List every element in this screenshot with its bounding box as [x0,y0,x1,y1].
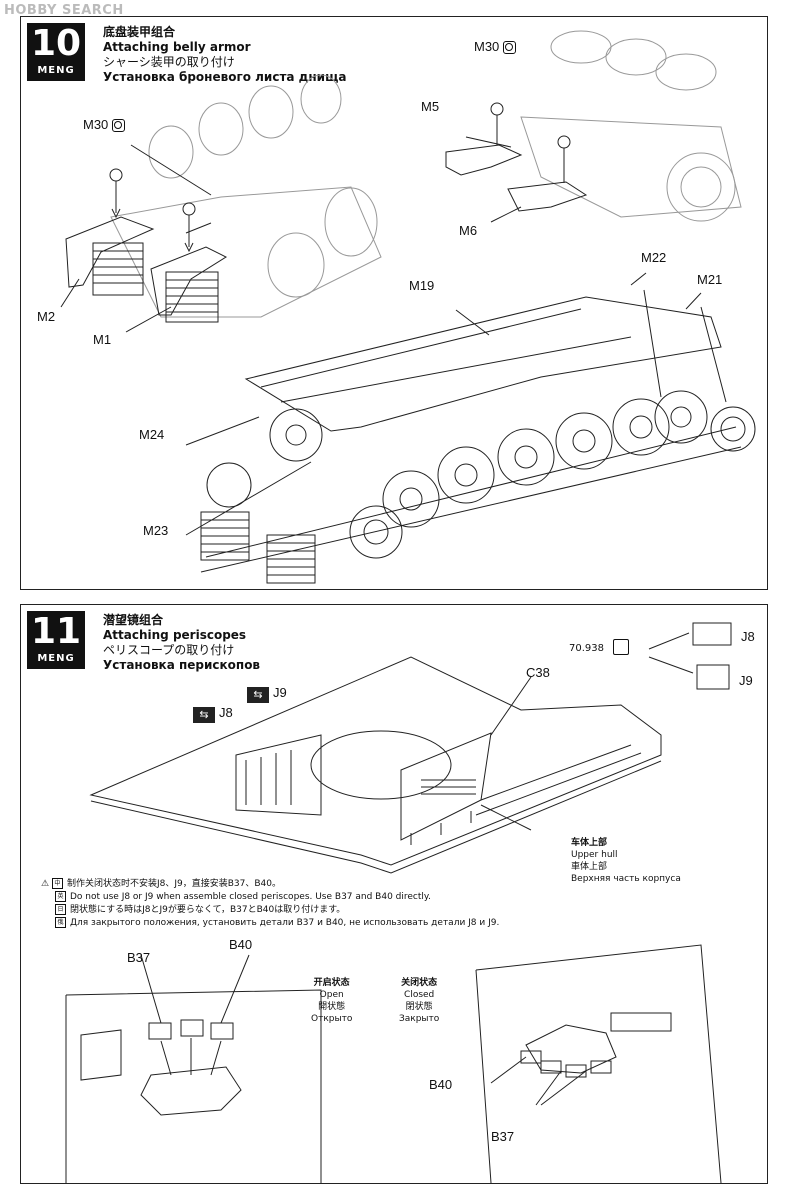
label-m30-right: M30 [474,39,517,55]
label-m22: M22 [641,250,667,265]
upper-hull-label: 车体上部 Upper hull 車体上部 Верхняя часть корпу… [571,837,681,885]
note-line-jp: 日閉状態にする時はJ8とJ9が要らなくて，B37とB40は取り付けます。 [41,904,499,917]
upper-hull-ru: Верхняя часть корпуса [571,874,681,884]
step-11-badge: 11 MENG [27,611,85,669]
label-m23: M23 [143,523,169,538]
label-m1: M1 [93,332,112,347]
label-j8-side: J8 [741,629,755,644]
label-c38: C38 [526,665,550,680]
title-jp: ペリスコープの取り付け [103,643,235,657]
watermark: HOBBY SEARCH [4,3,124,18]
label-m2: M2 [37,309,56,324]
brand-logo: MENG [37,653,75,664]
label-j9-side: J9 [739,673,753,688]
belly-armor-illustration [60,30,756,584]
label-m6: M6 [459,223,478,238]
title-ru: Установка броневого листа днища [103,70,347,84]
title-en: Attaching periscopes [103,628,247,642]
step-10-titles: 底盘装甲组合 Attaching belly armor シャーシ装甲の取り付け… [103,25,346,85]
open-arrow-icon: ⇆ [193,707,215,723]
warning-icon: ⚠ [41,879,52,889]
label-m19: M19 [409,278,435,293]
note-line-cn: ⚠ 中制作关闭状态时不安装J8、J9，直接安装B37、B40。 [41,878,281,889]
no-glue-icon [503,41,517,55]
step-number: 11 [30,611,82,652]
brush-icon [613,639,629,655]
title-en: Attaching belly armor [103,40,251,54]
step-10-panel: 10 MENG 底盘装甲组合 Attaching belly armor シャー… [20,16,768,590]
label-j9-main: J9 [273,685,287,700]
label-b40-closed: B40 [429,1077,453,1092]
step-11-titles: 潜望镜组合 Attaching periscopes ペリスコープの取り付け У… [103,613,260,673]
label-m5: M5 [421,99,440,114]
label-m24: M24 [139,427,165,442]
title-ru: Установка перископов [103,658,261,672]
upper-hull-cn: 车体上部 [571,838,608,848]
step-number: 10 [30,23,82,64]
step-10-badge: 10 MENG [27,23,85,81]
no-glue-icon [112,119,126,133]
label-b37-closed: B37 [491,1129,515,1144]
label-j8-main: J8 [219,705,233,720]
paint-code: 70.938 [569,643,604,654]
upper-hull-jp: 車体上部 [571,862,608,872]
step-11-panel: 11 MENG 潜望镜组合 Attaching periscopes ペリスコー… [20,604,768,1184]
title-jp: シャーシ装甲の取り付け [103,55,235,69]
label-b40-open: B40 [229,937,253,952]
upper-hull-en: Upper hull [571,850,618,860]
periscope-illustration [65,622,732,1183]
label-b37-open: B37 [127,950,151,965]
title-cn: 底盘装甲组合 [103,25,176,39]
label-m30-left: M30 [83,117,126,133]
label-m21: M21 [697,272,723,287]
title-cn: 潜望镜组合 [103,613,164,627]
open-arrow-icon: ⇆ [247,687,269,703]
brand-logo: MENG [37,65,75,76]
